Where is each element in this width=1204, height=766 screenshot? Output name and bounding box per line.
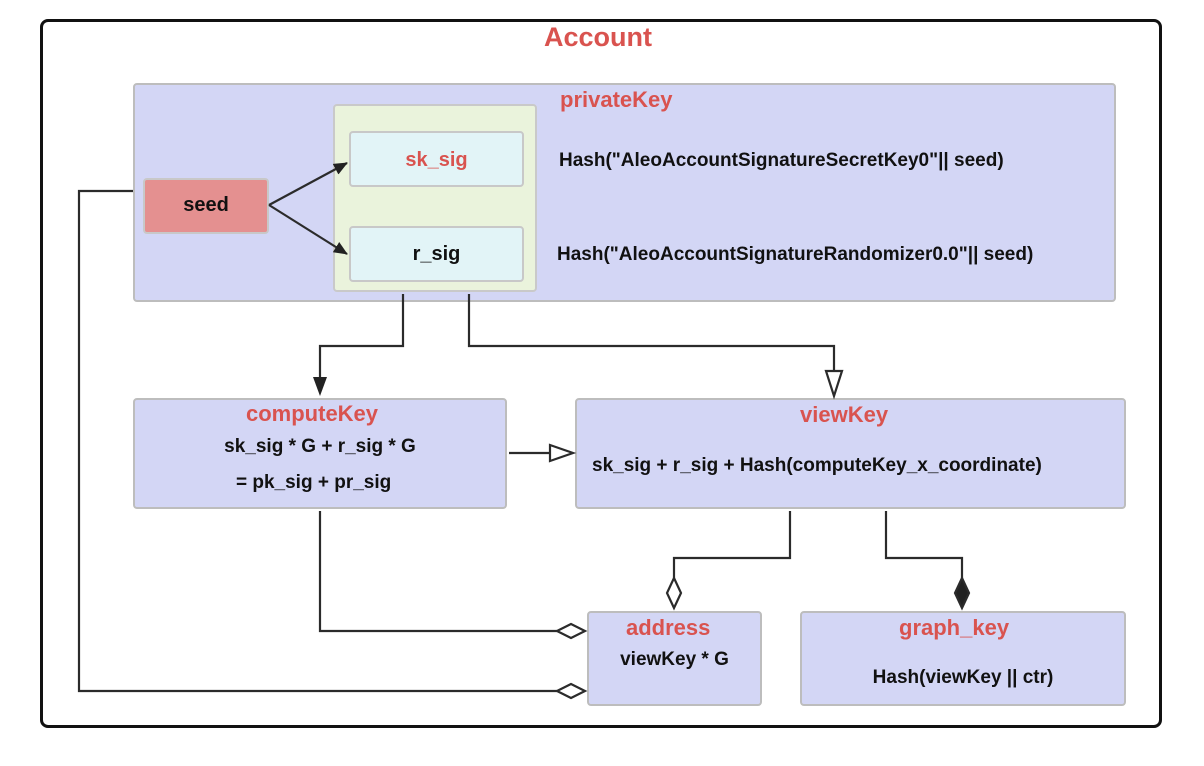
compute-to-view-arrowhead	[548, 443, 577, 463]
private-to-view-arrowhead	[824, 369, 844, 400]
private-to-address-line	[77, 189, 557, 693]
r-sig-label: r_sig	[412, 243, 461, 265]
compute-to-address-diamond	[554, 622, 588, 640]
view-key-box	[575, 398, 1126, 509]
private-to-view-line	[467, 294, 836, 371]
sk-sig-label: sk_sig	[405, 149, 468, 171]
sk-sig-node	[349, 131, 524, 187]
view-key-formula: sk_sig + r_sig + Hash(computeKey_x_coord…	[592, 455, 1042, 476]
r-sig-node	[349, 226, 524, 282]
seed-node	[143, 178, 269, 234]
view-to-graph-key-line	[884, 511, 964, 578]
seed-to-sk-sig-arrow	[268, 162, 348, 206]
graph-key-formula: Hash(viewKey || ctr)	[872, 667, 1054, 688]
view-key-title: viewKey	[800, 402, 889, 427]
graph-key-title: graph_key	[899, 615, 1010, 640]
view-to-graph-key-diamond	[953, 575, 971, 611]
seed-to-r-sig-arrow	[268, 204, 348, 255]
graph-key-box	[800, 611, 1126, 706]
private-to-compute-line	[318, 294, 405, 378]
address-formula: viewKey * G	[620, 649, 729, 670]
private-key-box	[133, 83, 1116, 302]
view-to-address-diamond	[665, 575, 683, 611]
private-to-address-diamond	[554, 682, 588, 700]
sk-sig-formula: Hash("AleoAccountSignatureSecretKey0"|| …	[559, 150, 1004, 171]
view-to-address-line	[672, 511, 792, 578]
address-box	[587, 611, 762, 706]
compute-key-box	[133, 398, 507, 509]
account-title: Account	[544, 22, 652, 52]
private-to-compute-arrowhead	[313, 377, 327, 396]
seed-label: seed	[183, 194, 229, 216]
compute-to-address-line	[318, 511, 557, 633]
compute-key-line2: = pk_sig + pr_sig	[236, 472, 392, 493]
compute-key-title: computeKey	[246, 401, 379, 426]
address-title: address	[626, 615, 711, 640]
private-key-title: privateKey	[560, 87, 673, 112]
r-sig-formula: Hash("AleoAccountSignatureRandomizer0.0"…	[557, 244, 1034, 265]
compute-key-line1: sk_sig * G + r_sig * G	[224, 436, 416, 457]
